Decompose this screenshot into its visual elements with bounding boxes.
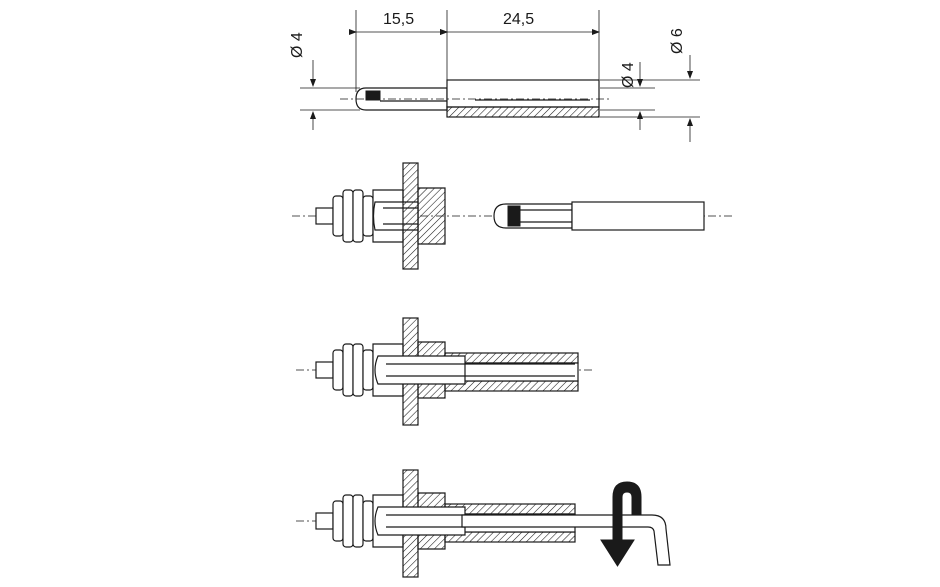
dimensioned-view: 15,5 24,5 Ø 4 Ø 4 Ø 6 [289,10,700,142]
dimension-dia-right-inner: Ø 4 [620,62,637,88]
dimension-dia-left: Ø 4 [289,32,306,58]
assembled-view [296,317,595,426]
release-view [296,469,671,578]
dimension-length-15-5: 15,5 [383,11,414,28]
exploded-view [292,162,735,270]
allen-key-icon [461,514,671,566]
rotate-down-arrow-icon [600,481,642,567]
dimension-dia-right-outer: Ø 6 [669,28,686,54]
dimension-length-24-5: 24,5 [503,11,534,28]
